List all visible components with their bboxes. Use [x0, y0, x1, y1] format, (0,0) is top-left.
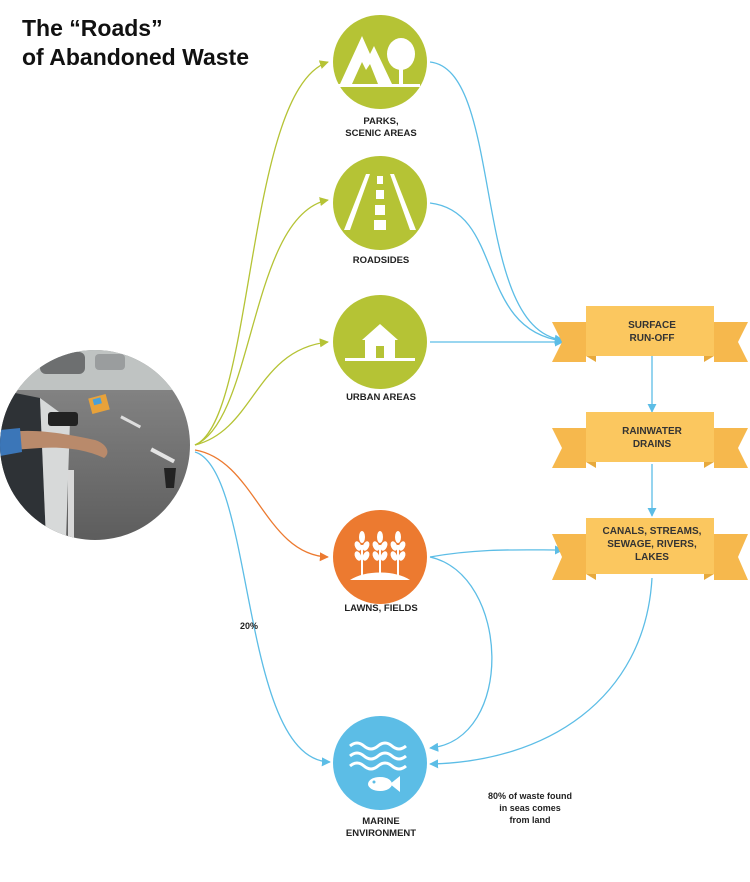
arrow-to-parks: [194, 60, 329, 446]
percent-direct-label: 20%: [239, 621, 259, 631]
arrow-to-roadsides: [194, 197, 329, 446]
ribbon-drains: RAINWATER DRAINS: [552, 412, 748, 468]
runoff-line-2: RUN-OFF: [630, 333, 675, 344]
canals-line-1: CANALS, STREAMS,: [603, 526, 702, 537]
land-note: 80% of waste found in seas comes from la…: [487, 791, 573, 825]
parks-label: PARKS, SCENIC AREAS: [345, 116, 417, 139]
arrow-parks-to-runoff: [429, 61, 564, 344]
title-line-2: of Abandoned Waste: [22, 44, 250, 70]
ribbon-runoff: SURFACE RUN-OFF: [552, 306, 748, 362]
wheat-icon: [350, 531, 410, 580]
runoff-line-1: SURFACE: [628, 320, 676, 331]
urban-label: URBAN AREAS: [346, 392, 416, 403]
drains-line-1: RAINWATER: [622, 426, 683, 437]
marine-label: MARINE ENVIRONMENT: [345, 816, 417, 839]
marine-node: [333, 716, 427, 810]
ribbon-canals: CANALS, STREAMS, SEWAGE, RIVERS, LAKES: [552, 518, 748, 580]
lawns-label: LAWNS, FIELDS: [344, 603, 418, 614]
drains-line-2: DRAINS: [633, 439, 672, 450]
roadsides-label: ROADSIDES: [352, 255, 410, 266]
title-line-1: The “Roads”: [22, 15, 163, 41]
connectors-green: [194, 60, 329, 446]
parks-node: [333, 15, 427, 109]
arrow-canals-to-marine: [429, 577, 653, 769]
arrow-direct-to-marine: [194, 451, 331, 767]
mountain-tree-icon: [338, 36, 420, 87]
arrow-lawns-to-marine: [429, 556, 493, 752]
page-title: The “Roads” of Abandoned Waste: [22, 14, 249, 72]
arrow-roadsides-to-runoff: [429, 202, 564, 345]
house-icon: [345, 324, 415, 361]
wave-fish-icon: [349, 741, 407, 771]
littering-photo: [0, 350, 190, 540]
arrow-to-urban: [194, 338, 329, 446]
lawns-node: [333, 510, 427, 604]
canals-line-3: LAKES: [635, 552, 669, 563]
connectors-blue: [429, 61, 657, 769]
road-icon: [344, 174, 416, 230]
arrow-to-lawns: [194, 449, 329, 562]
canals-line-2: SEWAGE, RIVERS,: [607, 539, 697, 550]
roadsides-node: [333, 156, 427, 250]
urban-node: [333, 295, 427, 389]
arrow-lawns-to-canals: [429, 545, 564, 558]
